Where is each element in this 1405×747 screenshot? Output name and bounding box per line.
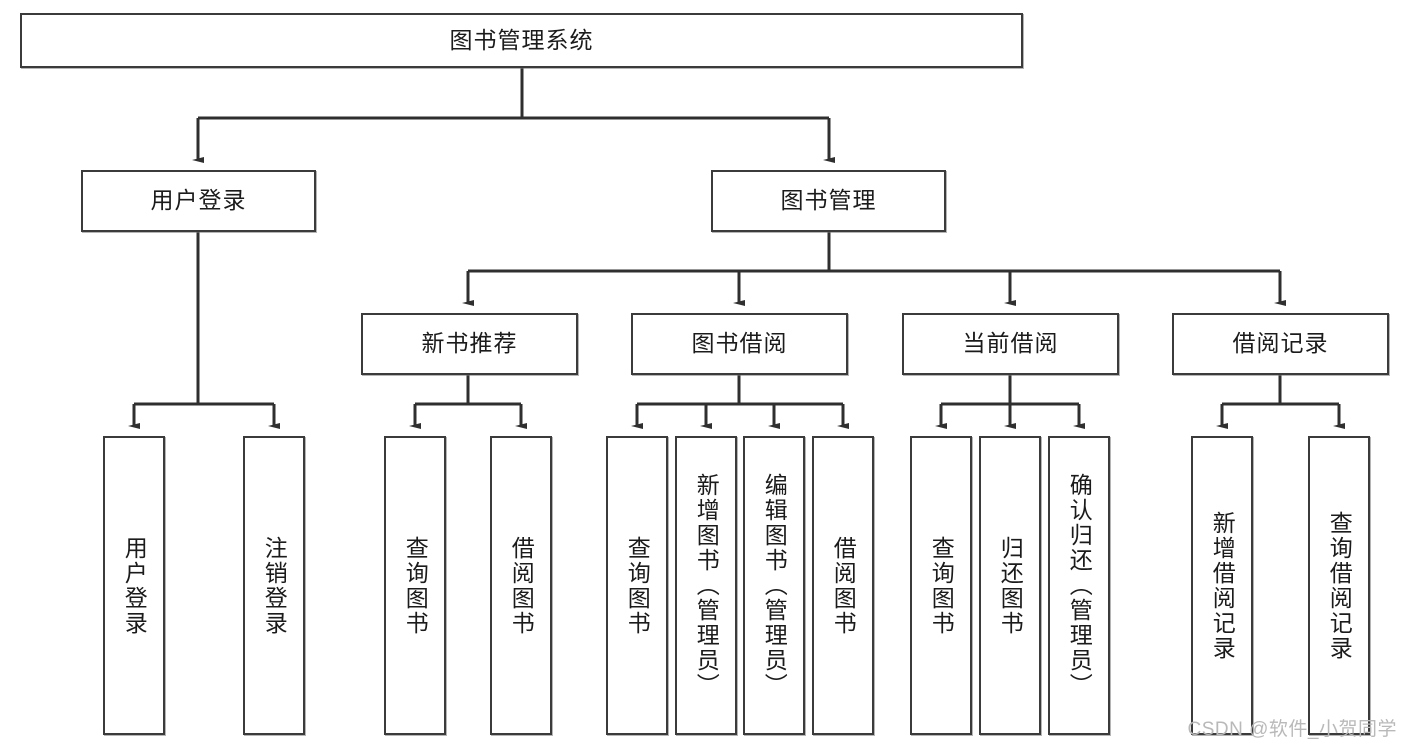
node-leaf-return-book[interactable]: 归还图书	[979, 436, 1041, 735]
node-borrow-record-label: 借阅记录	[1232, 330, 1329, 357]
node-leaf-edit-book-label: 编辑图书（管理员）	[761, 473, 788, 698]
node-current-borrow[interactable]: 当前借阅	[902, 313, 1119, 375]
node-root[interactable]: 图书管理系统	[20, 13, 1023, 68]
node-borrow-record[interactable]: 借阅记录	[1172, 313, 1389, 375]
node-book-manage-label: 图书管理	[780, 187, 877, 214]
node-book-manage[interactable]: 图书管理	[711, 170, 946, 232]
node-leaf-logout-label: 注销登录	[261, 535, 288, 636]
node-leaf-borrow-book-2-label: 借阅图书	[830, 535, 857, 636]
node-leaf-add-book-label: 新增图书（管理员）	[693, 473, 720, 698]
node-book-borrow-label: 图书借阅	[691, 330, 788, 357]
node-leaf-query-book-3[interactable]: 查询图书	[910, 436, 972, 735]
node-leaf-add-book[interactable]: 新增图书（管理员）	[675, 436, 737, 735]
node-leaf-query-book-1[interactable]: 查询图书	[384, 436, 446, 735]
node-leaf-query-record-label: 查询借阅记录	[1326, 510, 1353, 661]
node-leaf-query-book-3-label: 查询图书	[928, 535, 955, 636]
node-leaf-edit-book[interactable]: 编辑图书（管理员）	[743, 436, 805, 735]
node-user-login[interactable]: 用户登录	[81, 170, 316, 232]
node-root-label: 图书管理系统	[449, 26, 594, 53]
node-leaf-query-record[interactable]: 查询借阅记录	[1308, 436, 1370, 735]
node-current-borrow-label: 当前借阅	[962, 330, 1059, 357]
watermark: CSDN @软件_小贺同学	[1187, 719, 1397, 740]
node-leaf-user-login[interactable]: 用户登录	[103, 436, 165, 735]
node-leaf-borrow-book-1-label: 借阅图书	[508, 535, 535, 636]
node-book-borrow[interactable]: 图书借阅	[631, 313, 848, 375]
node-leaf-borrow-book-1[interactable]: 借阅图书	[490, 436, 552, 735]
node-new-book-recommend-label: 新书推荐	[421, 330, 518, 357]
node-leaf-query-book-2[interactable]: 查询图书	[606, 436, 668, 735]
node-leaf-confirm-return-label: 确认归还（管理员）	[1066, 473, 1093, 698]
node-user-login-label: 用户登录	[150, 187, 247, 214]
node-leaf-add-record[interactable]: 新增借阅记录	[1191, 436, 1253, 735]
node-leaf-add-record-label: 新增借阅记录	[1209, 510, 1236, 661]
node-new-book-recommend[interactable]: 新书推荐	[361, 313, 578, 375]
node-leaf-user-login-label: 用户登录	[121, 535, 148, 636]
node-leaf-return-book-label: 归还图书	[997, 535, 1024, 636]
node-leaf-query-book-2-label: 查询图书	[624, 535, 651, 636]
node-leaf-query-book-1-label: 查询图书	[402, 535, 429, 636]
node-leaf-confirm-return[interactable]: 确认归还（管理员）	[1048, 436, 1110, 735]
node-leaf-logout[interactable]: 注销登录	[243, 436, 305, 735]
node-leaf-borrow-book-2[interactable]: 借阅图书	[812, 436, 874, 735]
